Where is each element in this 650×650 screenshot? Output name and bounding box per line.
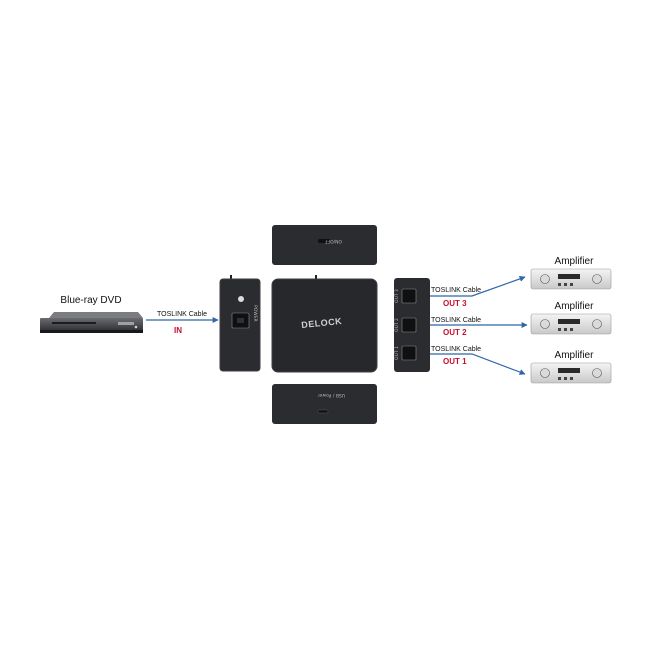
side-label-out-1: OUT 1	[394, 346, 400, 360]
side-label-out-2: OUT 2	[394, 318, 400, 332]
input-connection: TOSLINK Cable IN	[146, 311, 219, 335]
output-arrow-1	[430, 353, 526, 375]
input-cable-label: TOSLINK Cable	[157, 311, 207, 318]
output-cable-label-3: TOSLINK Cable	[431, 287, 481, 294]
output-connection-3: TOSLINK Cable OUT 3	[430, 275, 526, 308]
output-connection-2: TOSLINK Cable OUT 2	[430, 317, 528, 337]
output-port-label-3: OUT 3	[443, 299, 467, 308]
amplifier-3: Amplifier	[530, 256, 612, 290]
amplifier-label-1: Amplifier	[555, 350, 595, 361]
source-label: Blue-ray DVD	[60, 295, 121, 306]
svg-text:POWER: POWER	[252, 305, 258, 322]
on-off-label: ON/OFF	[324, 238, 342, 244]
delock-logo: DELOCK	[301, 316, 343, 330]
output-cable-label-2: TOSLINK Cable	[431, 317, 481, 324]
splitter-output-side: OUT 3 OUT 2 OUT 1	[394, 278, 430, 372]
output-cable-label-1: TOSLINK Cable	[431, 346, 481, 353]
side-label-out-3: OUT 3	[394, 289, 400, 303]
output-port-label-1: OUT 1	[443, 357, 467, 366]
splitter-top-side: ON/OFF	[272, 225, 377, 265]
amplifier-2: Amplifier	[530, 301, 612, 335]
amplifier-label-3: Amplifier	[555, 256, 595, 267]
usb-power-label: USB / Power	[318, 392, 345, 398]
amplifier-1: Amplifier	[530, 350, 612, 384]
amplifier-label-2: Amplifier	[555, 301, 595, 312]
output-connection-1: TOSLINK Cable OUT 1	[430, 346, 526, 375]
blu-ray-player: Blue-ray DVD	[40, 295, 143, 333]
input-port-label: IN	[174, 326, 182, 335]
output-port-label-2: OUT 2	[443, 328, 467, 337]
splitter-main-face: DELOCK	[271, 275, 378, 373]
splitter-bottom-side: USB / Power	[272, 384, 377, 424]
output-arrow-3	[430, 275, 526, 297]
splitter-input-side: POWER	[219, 275, 261, 372]
